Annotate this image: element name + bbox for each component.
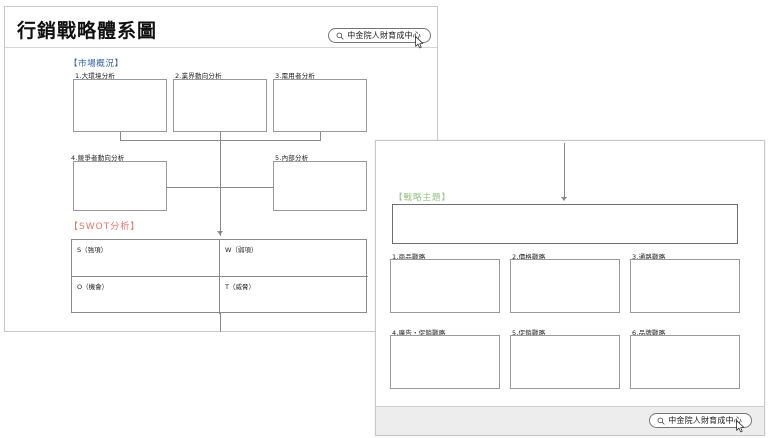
strategy-label-6: 6.品牌戰略: [632, 329, 666, 337]
swot-cell-weaknesses[interactable]: W（弱項）: [220, 240, 368, 277]
strategy-theme-box[interactable]: [392, 204, 738, 244]
brand-search-badge-bottom[interactable]: 中金院人財育成中心: [649, 413, 752, 428]
box-label-5: 5.內部分析: [275, 154, 309, 162]
strategy-label-4: 4.廣告・促銷戰略: [392, 329, 446, 337]
slide-marketing-analysis[interactable]: 行銷戰略體系圖 中金院人財育成中心 【市場概況】 1.大環境分析 2.業界動向分…: [4, 6, 438, 332]
swot-table: S（強項） W（弱項） O（機會） T（威脅）: [71, 239, 368, 314]
strategy-box-5[interactable]: [510, 335, 620, 389]
brand-badge-label: 中金院人財育成中心: [668, 415, 742, 425]
strategy-box-1[interactable]: [390, 259, 500, 313]
analysis-box-2[interactable]: [173, 79, 267, 132]
swot-label-o: O（機會）: [77, 283, 109, 291]
connector-bus-middle: [167, 187, 273, 188]
analysis-box-1[interactable]: [73, 79, 167, 132]
section-heading-swot: 【SWOT分析】: [69, 222, 141, 232]
search-icon: [336, 32, 344, 40]
brand-search-badge-top[interactable]: 中金院人財育成中心: [328, 28, 431, 43]
strategy-label-3: 3.通路戰略: [632, 253, 666, 261]
section-heading-strategy-theme: 【戰略主題】: [394, 193, 452, 203]
box-label-4: 4.競爭者動向分析: [71, 154, 125, 162]
box-label-3: 3.需用者分析: [275, 72, 316, 80]
swot-cell-strengths[interactable]: S（強項）: [72, 240, 220, 277]
swot-label-t: T（威脅）: [225, 283, 255, 291]
swot-label-w: W（弱項）: [225, 246, 258, 254]
brand-badge-label: 中金院人財育成中心: [347, 30, 421, 40]
strategy-box-3[interactable]: [630, 259, 740, 313]
strategy-label-2: 2.價格戰略: [512, 253, 546, 261]
connector-incoming-vertical: [564, 143, 565, 199]
swot-cell-opportunities[interactable]: O（機會）: [72, 277, 220, 314]
swot-label-s: S（強項）: [77, 246, 108, 254]
connector-stub-3: [320, 132, 321, 140]
connector-incoming-arrow: [561, 197, 567, 201]
slide-header: 行銷戰略體系圖: [5, 7, 437, 48]
analysis-box-5[interactable]: [273, 161, 367, 211]
slide-strategy-themes[interactable]: 【戰略主題】 1.商品戰略 2.價格戰略 3.通路戰略 4.廣告・促銷戰略 5.…: [375, 140, 765, 436]
page-title: 行銷戰略體系圖: [17, 20, 158, 42]
box-label-2: 2.業界動向分析: [175, 72, 222, 80]
strategy-box-4[interactable]: [390, 335, 500, 389]
connector-stub-1: [120, 132, 121, 140]
strategy-box-6[interactable]: [630, 335, 740, 389]
box-label-1: 1.大環境分析: [75, 72, 116, 80]
connector-vertical-lower: [220, 313, 221, 332]
swot-cell-threats[interactable]: T（威脅）: [220, 277, 368, 314]
strategy-box-2[interactable]: [510, 259, 620, 313]
section-heading-market-overview: 【市場概況】: [69, 59, 124, 69]
analysis-box-4[interactable]: [73, 161, 167, 211]
connector-vertical-main: [220, 132, 221, 236]
strategy-label-5: 5.促銷戰略: [512, 329, 546, 337]
search-icon: [657, 417, 665, 425]
connector-arrow-down: [217, 231, 223, 235]
strategy-label-1: 1.商品戰略: [392, 253, 426, 261]
analysis-box-3[interactable]: [273, 79, 367, 132]
